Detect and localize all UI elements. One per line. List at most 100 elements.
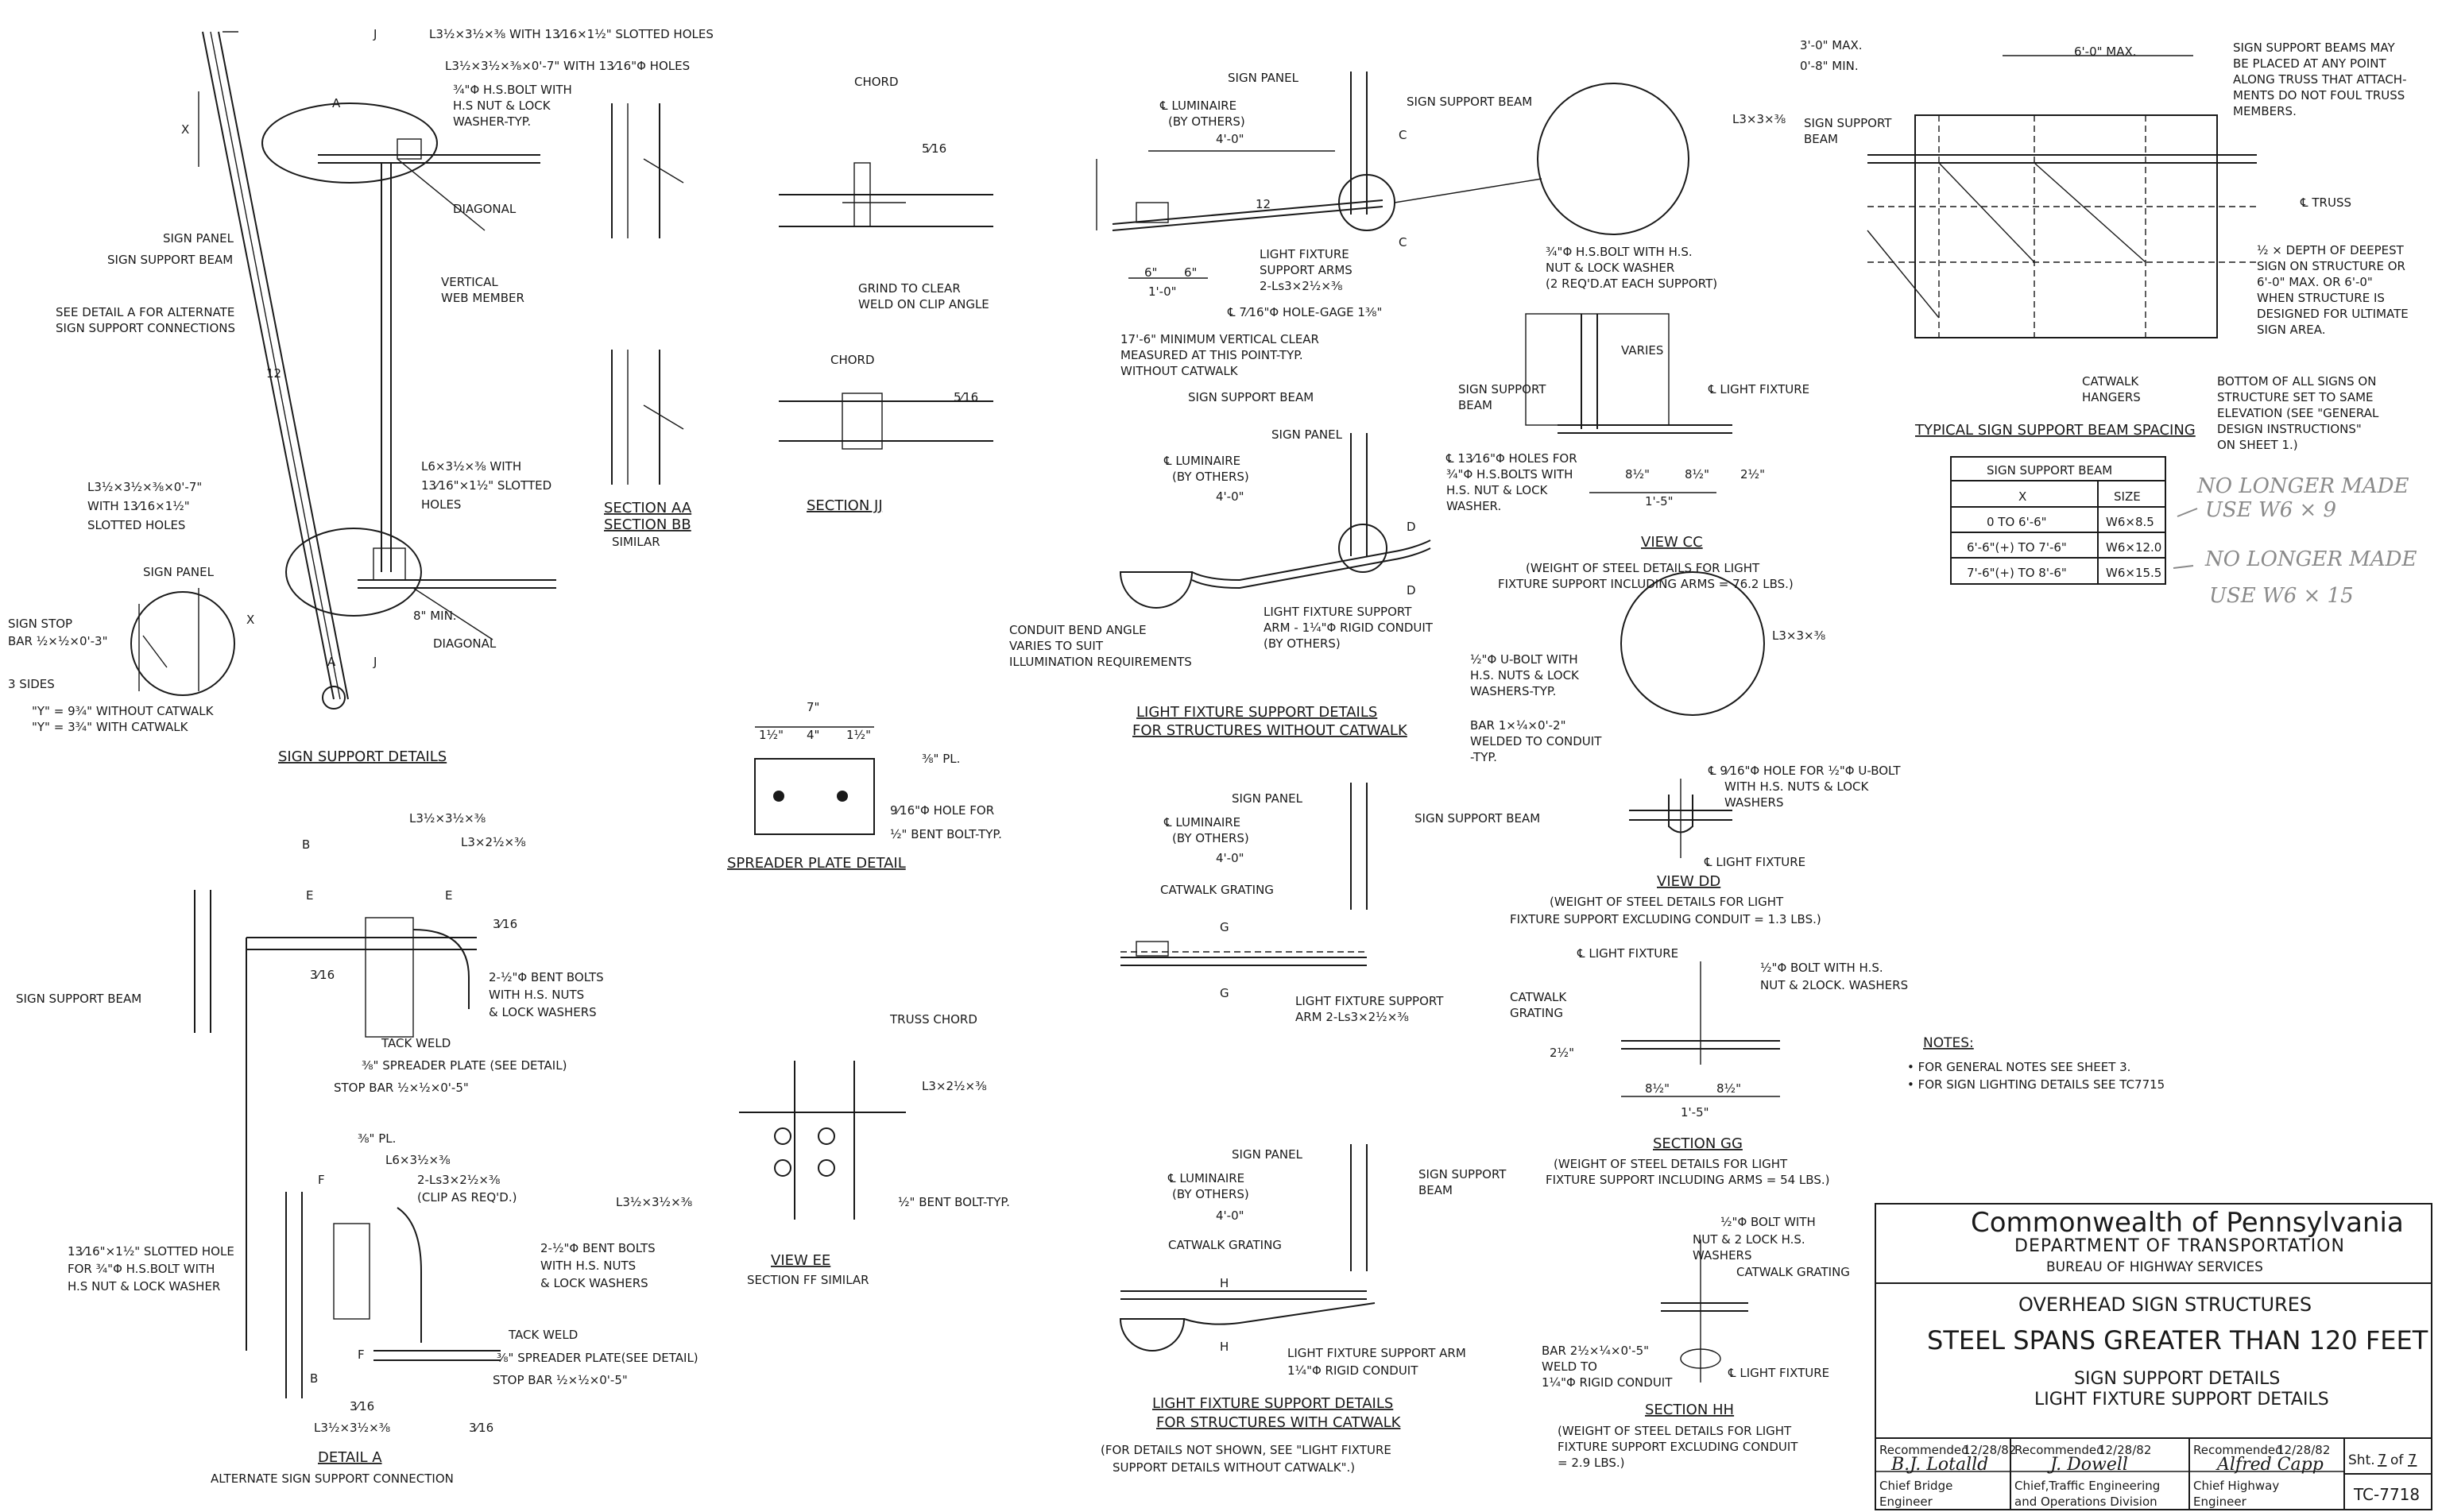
tb-sig-1: B.J. Lotalld: [1890, 1455, 1988, 1475]
label-hh-bolt-3: WASHERS: [1693, 1248, 1752, 1263]
view-cc-labels: VARIES SIGN SUPPORT BEAM SIGN SUPPORT BE…: [1445, 343, 1809, 591]
label-hh-bolt-2: NUT & 2 LOCK H.S.: [1693, 1232, 1805, 1247]
table-col-size: SIZE: [2114, 489, 2141, 504]
label-lf-arms-3: 2-Ls3×2½×⅜: [1260, 279, 1342, 293]
label-gg-8h-b: 8½": [1716, 1081, 1741, 1096]
view-cc: [1525, 313, 1732, 493]
label-dim-4: 4": [807, 728, 819, 742]
light-fixture-mid: [1119, 433, 1765, 716]
label-max6: 6'-0" MAX.: [2074, 44, 2137, 59]
label-h-luminaire: ℄ LUMINAIRE: [1167, 1171, 1244, 1185]
hand-note-1: NO LONGER MADE: [2196, 474, 2409, 498]
label-bent-bolts: 2-½"Φ BENT BOLTS: [489, 970, 604, 984]
view-dd: [1629, 779, 1732, 858]
title-view-ee: VIEW EE: [771, 1252, 830, 1269]
label-gg-bolt: ½"Φ BOLT WITH H.S.: [1760, 961, 1883, 975]
label-beams-may-4: MENTS DO NOT FOUL TRUSS: [2233, 88, 2405, 102]
marker-g-1: G: [1220, 920, 1229, 934]
label-lf-hole-gage: ℄ 7⁄16"Φ HOLE-GAGE 1⅜": [1227, 305, 1382, 319]
label-cc-holes-3: H.S. NUT & LOCK: [1446, 483, 1549, 497]
label-truss: ℄ TRUSS: [2300, 195, 2351, 210]
label-diagonal-top: DIAGONAL: [453, 202, 517, 216]
label-vert-clear-2: MEASURED AT THIS POINT-TYP.: [1120, 348, 1303, 362]
label-cc-l3x3: L3×3×⅜: [1732, 112, 1786, 126]
label-beams-may-5: MEMBERS.: [2233, 104, 2297, 118]
label-dd-hole-3: WASHERS: [1724, 795, 1784, 810]
title-view-cc: VIEW CC: [1641, 534, 1703, 551]
table-row-0-size: W6×8.5: [2106, 515, 2154, 529]
label-diagonal-bottom: DIAGONAL: [433, 636, 497, 651]
label-a-pl: ⅜" PL.: [358, 1131, 396, 1146]
label-lfs-arm-2: ARM - 1¼"Φ RIGID CONDUIT: [1264, 621, 1434, 635]
label-cc-bolt-2: NUT & LOCK WASHER: [1546, 261, 1674, 275]
label-g-catwalk: CATWALK GRATING: [1160, 883, 1274, 897]
tb-role-2: Chief,Traffic Engineering: [2014, 1479, 2160, 1493]
title-lfs-without: LIGHT FIXTURE SUPPORT DETAILS: [1136, 704, 1377, 721]
label-lf-4ft: 4'-0": [1216, 132, 1244, 146]
label-ee-l32: L3½×3½×⅜: [616, 1195, 692, 1209]
label-half-depth-4: WHEN STRUCTURE IS: [2257, 291, 2385, 305]
title-spreader-plate: SPREADER PLATE DETAIL: [727, 855, 906, 872]
label-bar1: BAR 1×¼×0'-2": [1470, 718, 1565, 733]
label-a-l6: L6×3½×⅜: [385, 1153, 451, 1167]
notes-heading: NOTES:: [1923, 1035, 1974, 1051]
label-sign-support-beam: SIGN SUPPORT BEAM: [107, 253, 233, 267]
label-hs-bolt: ¾"Φ H.S.BOLT WITH: [453, 83, 572, 97]
sign-support-details: [130, 31, 556, 710]
label-bottom-signs-5: ON SHEET 1.): [2217, 438, 2298, 452]
label-lf-luminaire: ℄ LUMINAIRE: [1159, 99, 1236, 113]
section-hh-labels: ½"Φ BOLT WITH NUT & 2 LOCK H.S. WASHERS …: [1542, 1215, 1850, 1470]
label-half-depth-6: SIGN AREA.: [2257, 323, 2325, 337]
label-dim-1h-b: 1½": [846, 728, 871, 742]
label-a-weld-316: 3⁄16: [350, 1399, 374, 1413]
label-spreader: ⅜" SPREADER PLATE (SEE DETAIL): [362, 1058, 567, 1073]
label-lf-ssb: SIGN SUPPORT BEAM: [1407, 95, 1532, 109]
label-ubolt-2: H.S. NUTS & LOCK: [1470, 668, 1580, 683]
label-gg-bolt-2: NUT & 2LOCK. WASHERS: [1760, 978, 1908, 992]
tb-sig-2: J. Dowell: [2047, 1455, 2128, 1475]
label-dim-1h-a: 1½": [759, 728, 784, 742]
label-ssb-mid: SIGN SUPPORT BEAM: [16, 992, 141, 1006]
label-ee-l3x2: L3×2½×⅜: [922, 1079, 987, 1093]
label-cc-holes-2: ¾"Φ H.S.BOLTS WITH: [1446, 467, 1573, 481]
label-cc-8h-b: 8½": [1685, 467, 1709, 481]
label-g-4ft: 4'-0": [1216, 851, 1244, 865]
label-hh-catwalk: CATWALK GRATING: [1736, 1265, 1850, 1279]
label-g-by-others: (BY OTHERS): [1172, 831, 1249, 845]
label-conn-l32: L3½×3½×⅜: [409, 811, 486, 826]
beam-spacing: [1867, 55, 2257, 338]
label-a-clip: 2-Ls3×2½×⅜: [417, 1173, 500, 1187]
label-hh-bar-2: WELD TO: [1542, 1359, 1597, 1374]
label-bottom-signs-2: STRUCTURE SET TO SAME: [2217, 390, 2374, 404]
label-lf-arms: LIGHT FIXTURE: [1260, 247, 1349, 261]
marker-j: J: [373, 655, 377, 669]
label-bar1-3: -TYP.: [1470, 750, 1497, 764]
label-weld-316-b: 3⁄16: [310, 968, 335, 982]
light-fixture-catwalk-h-labels: SIGN PANEL SIGN SUPPORT BEAM ℄ LUMINAIRE…: [1101, 1147, 1507, 1475]
label-vert-clear-3: WITHOUT CATWALK: [1120, 364, 1239, 378]
label-h-ssb-2: BEAM: [1418, 1183, 1453, 1197]
tb-t3: SIGN SUPPORT DETAILS: [2074, 1369, 2280, 1389]
sign-support-labels: L3½×3½×⅜ WITH 13⁄16×1½" SLOTTED HOLES L3…: [8, 27, 714, 765]
label-hh-w: (WEIGHT OF STEEL DETAILS FOR LIGHT: [1558, 1424, 1792, 1438]
label-gg-2h: 2½": [1550, 1046, 1574, 1060]
title-similar: SIMILAR: [612, 535, 660, 549]
label-catwalk-hangers-2: HANGERS: [2082, 390, 2141, 404]
label-clip-slot: L3½×3½×⅜×0'-7": [87, 480, 202, 494]
handwritten-notes: NO LONGER MADE USE W6 × 9 NO LONGER MADE…: [2173, 474, 2417, 608]
label-gg-catwalk-2: GRATING: [1510, 1006, 1563, 1020]
marker-a: A: [327, 655, 336, 669]
table-row-1-x: 6'-6"(+) TO 7'-6": [1967, 540, 2067, 555]
label-cc-w: (WEIGHT OF STEEL DETAILS FOR LIGHT: [1526, 561, 1760, 575]
hand-note-1b: USE W6 × 9: [2205, 498, 2336, 522]
label-bs-ssb-1: SIGN SUPPORT: [1804, 116, 1892, 130]
label-gg-15: 1'-5": [1681, 1105, 1709, 1119]
beam-size-table: [1950, 456, 2166, 585]
label-sign-stop: SIGN STOP: [8, 617, 72, 631]
label-gg-lf: ℄ LIGHT FIXTURE: [1577, 946, 1678, 961]
tb-of: of: [2390, 1452, 2404, 1468]
marker-c-1: C: [1399, 128, 1407, 142]
section-jj: [779, 162, 993, 450]
label-lm-4ft: 4'-0": [1216, 489, 1244, 504]
label-a-slotted: 13⁄16"×1½" SLOTTED HOLE: [68, 1244, 234, 1259]
